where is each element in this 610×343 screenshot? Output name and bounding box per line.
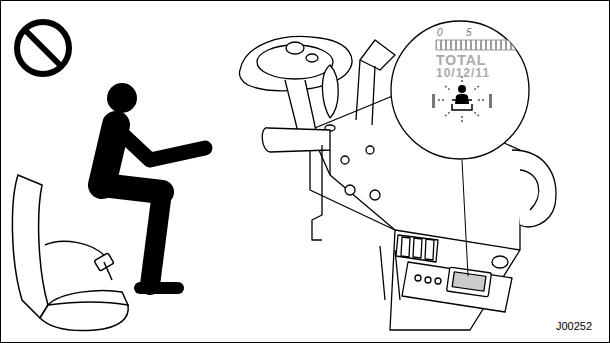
scale-mark: 5 <box>466 28 472 38</box>
display-text: TOTAL <box>436 53 486 67</box>
prohibition-sign <box>17 22 69 74</box>
scale-mark: 0 <box>437 28 443 38</box>
seatbelt-warning-icon <box>432 76 492 122</box>
zoom-circle <box>391 21 540 159</box>
display-date: 10/12/11 <box>436 67 490 79</box>
seat <box>12 175 128 331</box>
leader-line <box>462 160 468 276</box>
figure-code: J00252 <box>556 321 592 332</box>
operator-figure <box>102 83 205 288</box>
